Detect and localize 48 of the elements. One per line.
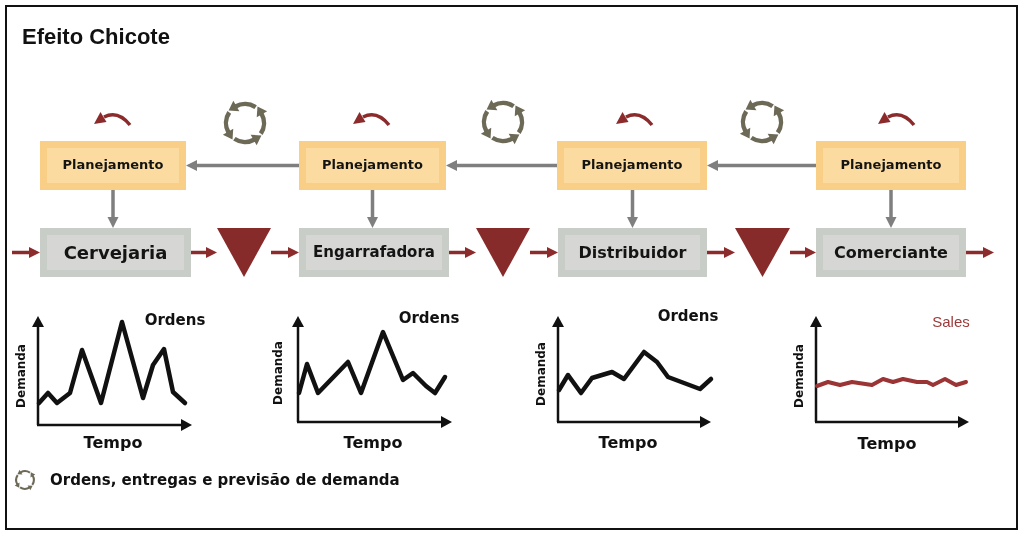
arrow [107, 190, 119, 228]
process-label: Comerciante [834, 243, 948, 262]
process-label: Distribuidor [578, 243, 687, 262]
series-label: Ordens [657, 307, 719, 325]
inverted-triangle [476, 228, 530, 277]
process-box [299, 228, 449, 277]
arrow [707, 160, 816, 171]
arrow [966, 247, 994, 258]
series-label: Sales [932, 313, 970, 331]
arrow [707, 247, 735, 258]
axis-label: Tempo [343, 434, 403, 452]
process-label: Planejamento [62, 158, 164, 173]
inverted-triangle [735, 228, 790, 277]
arrow [12, 247, 40, 258]
arrow [449, 247, 476, 258]
arrow [627, 190, 638, 228]
process-label: Planejamento [840, 158, 942, 173]
process-label: Planejamento [322, 158, 423, 173]
arrow [530, 247, 558, 258]
arrow [885, 190, 897, 228]
arrow [186, 160, 299, 171]
arrow [271, 247, 299, 258]
axis-label: Demanda [535, 342, 549, 406]
process-label: Engarrafadora [313, 244, 435, 261]
process-box [816, 141, 966, 190]
inverted-triangle [217, 228, 271, 277]
process-box [558, 228, 707, 277]
legend-text: Ordens, entregas e previsão de demanda [50, 471, 400, 489]
arrow [191, 247, 217, 258]
process-box [816, 228, 966, 277]
axis-label: Tempo [857, 435, 917, 453]
process-box [40, 141, 186, 190]
process-label: Planejamento [581, 158, 683, 173]
axis-label: Demanda [272, 341, 286, 405]
axis-label: Demanda [793, 344, 807, 408]
series-label: Ordens [144, 311, 206, 329]
process-box [40, 228, 191, 277]
series-label: Ordens [398, 309, 460, 327]
arrow [446, 160, 557, 171]
axis-label: Tempo [598, 434, 658, 452]
arrow [367, 190, 378, 228]
process-box [299, 141, 446, 190]
axis-label: Demanda [15, 344, 29, 408]
process-box [557, 141, 707, 190]
arrow [790, 247, 816, 258]
axis-label: Tempo [83, 434, 143, 452]
process-label: Cervejaria [63, 242, 168, 263]
diagram-title: Efeito Chicote [22, 24, 170, 50]
